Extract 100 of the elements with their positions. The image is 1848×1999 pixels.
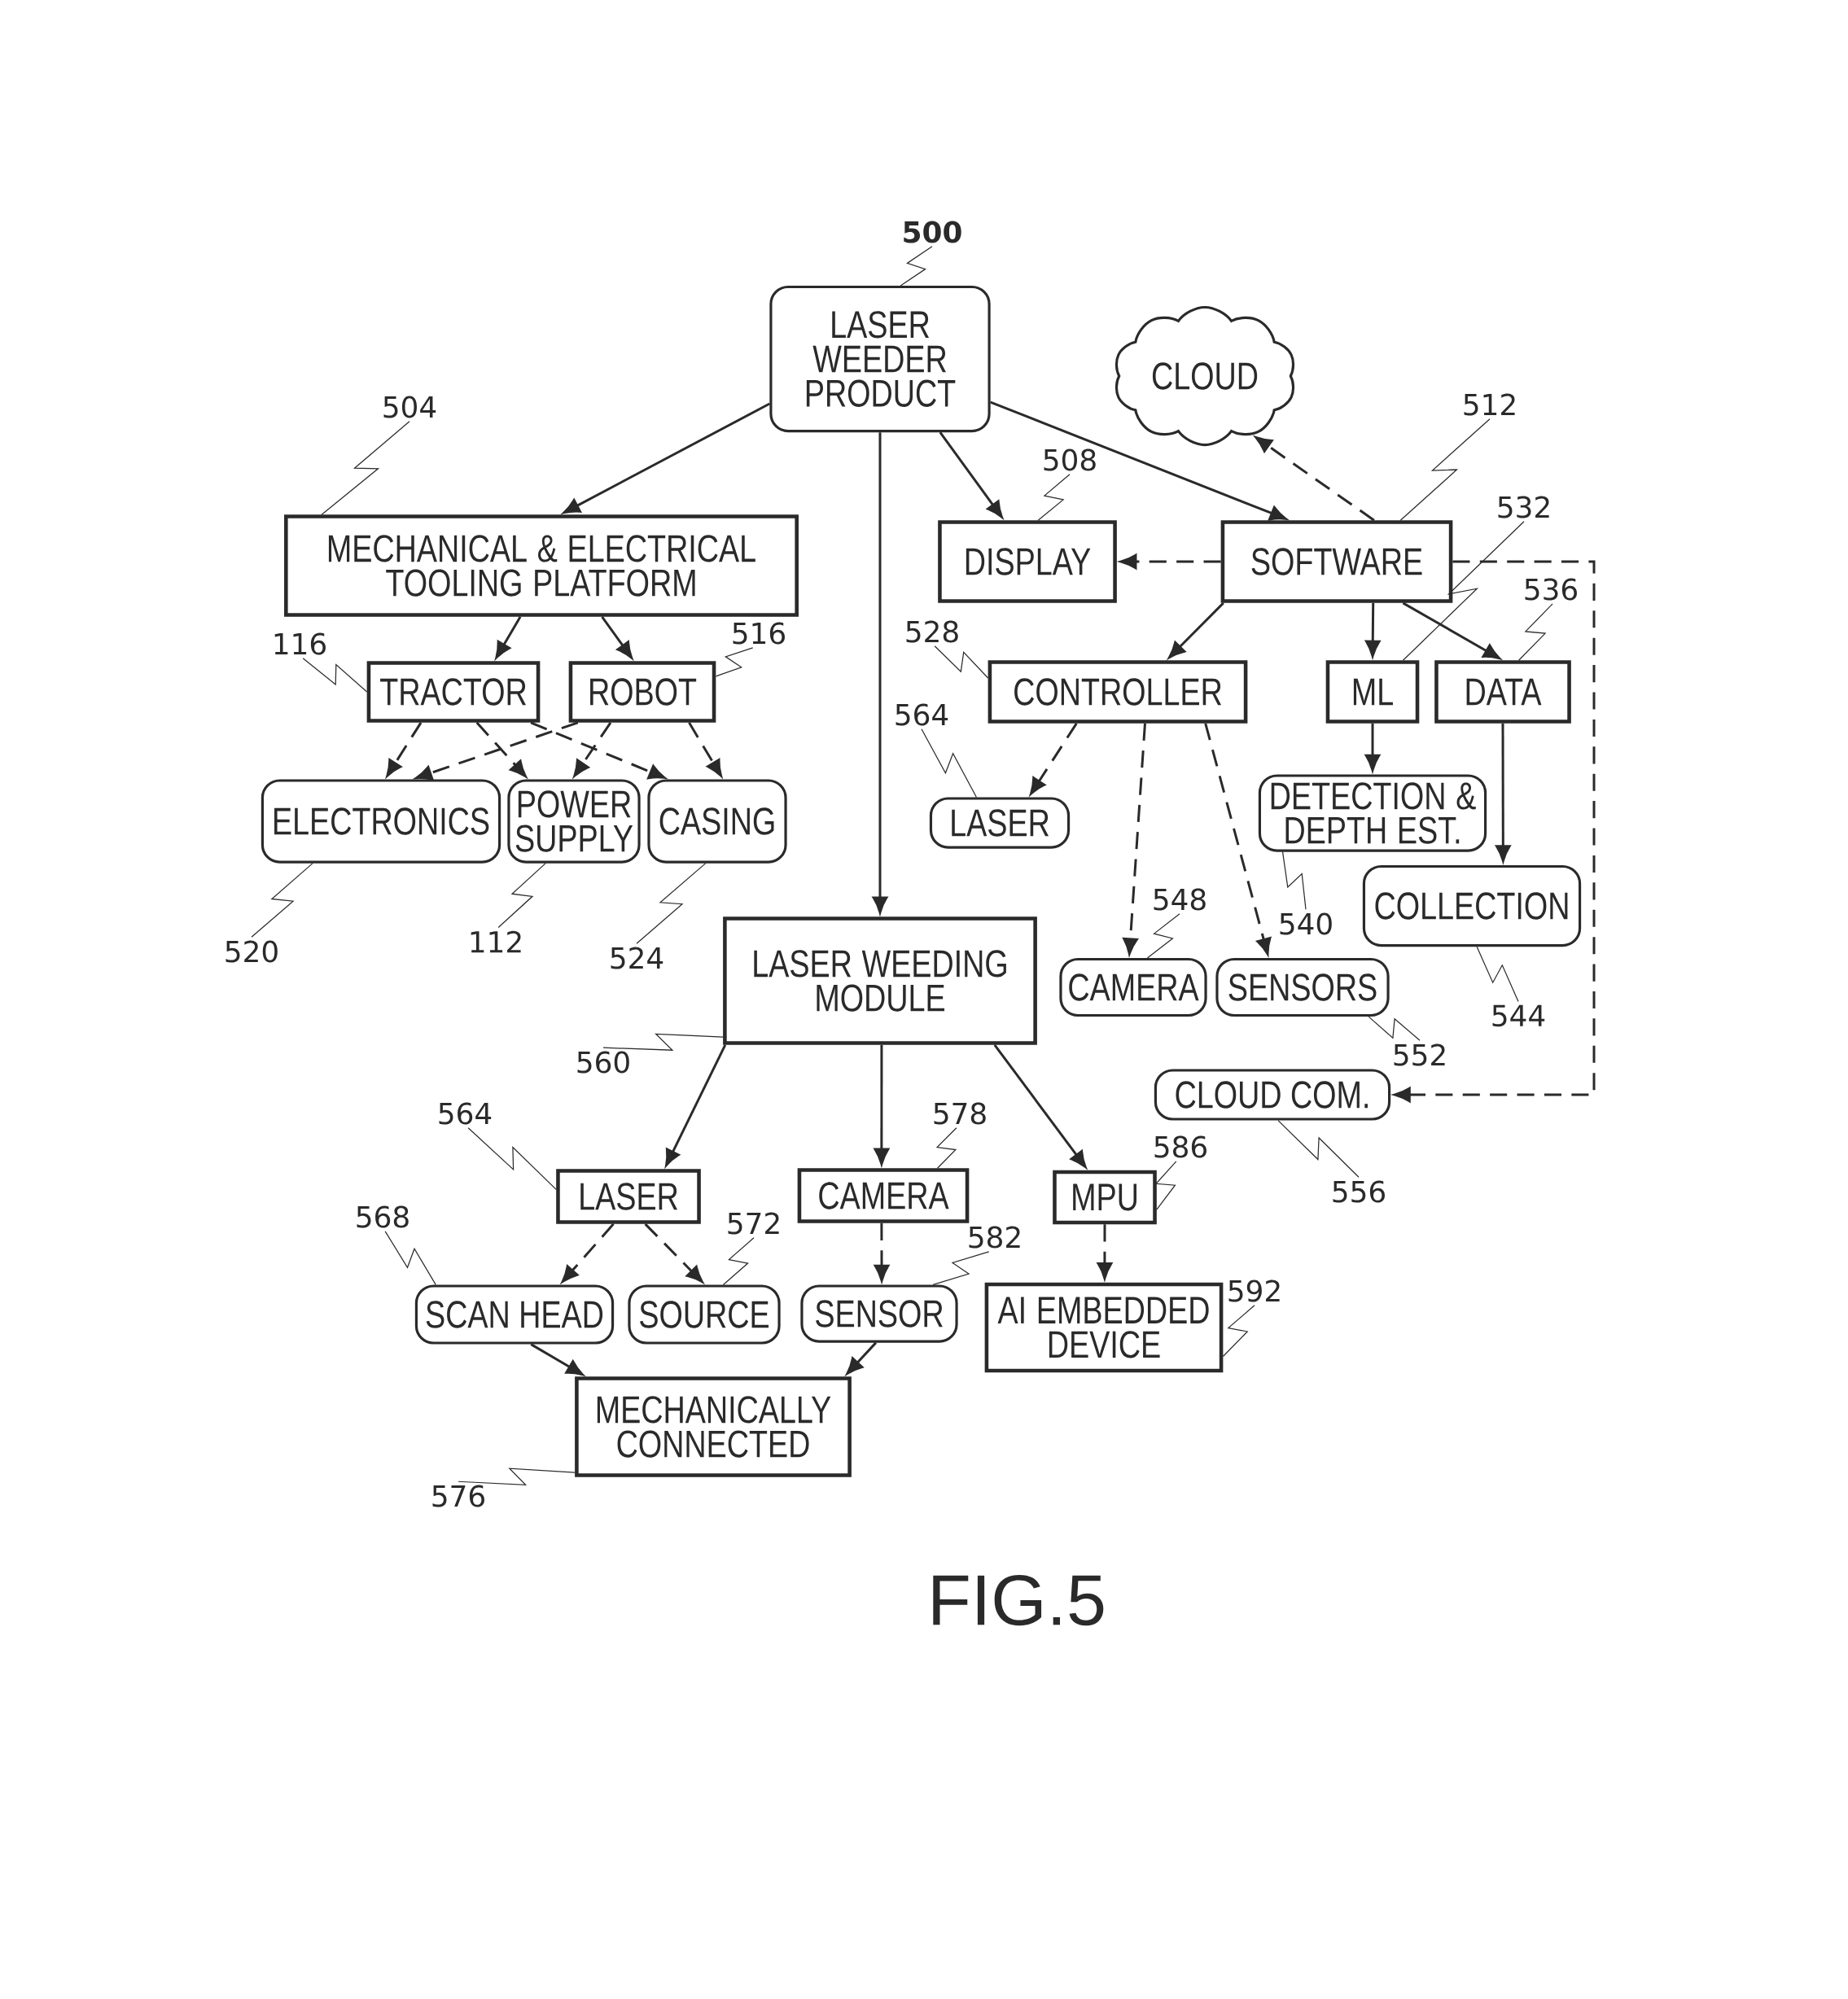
leader-line: [251, 863, 313, 938]
callout-number: 556: [1333, 1180, 1385, 1203]
callout-number: 508: [1044, 448, 1096, 471]
dashed-arrow: [1030, 723, 1078, 795]
leader-line: [636, 863, 707, 944]
callout-number: 528: [906, 620, 958, 643]
arrow: [990, 400, 1287, 521]
leader-line: [1518, 603, 1553, 661]
dashed-arrow: [1204, 723, 1272, 956]
callout-number: 532: [1498, 496, 1549, 518]
callout-number: 592: [1228, 1279, 1280, 1302]
callout-number: 548: [1154, 888, 1206, 911]
leader-line: [1281, 851, 1307, 910]
dashed-arrow: [475, 721, 527, 777]
callout-number: 552: [1394, 1043, 1445, 1066]
block-box: MPU: [1053, 1170, 1157, 1225]
leader-line: [934, 645, 989, 679]
arrow: [495, 616, 522, 659]
leader-line: [921, 728, 978, 798]
arrow: [993, 1043, 1087, 1168]
arrow: [563, 402, 771, 514]
arrow: [872, 432, 888, 914]
rounded-box: SENSOR: [800, 1284, 958, 1343]
callout-number: 512: [1464, 393, 1515, 416]
arrow: [874, 1044, 890, 1166]
leader-line: [715, 647, 754, 677]
callout-number: 560: [577, 1051, 629, 1074]
leader-line: [1399, 418, 1491, 521]
callout-number: 500: [904, 221, 961, 243]
leader-line: [1368, 1016, 1421, 1041]
block-box: AI EMBEDDED DEVICE: [984, 1282, 1224, 1373]
leader-line: [1222, 1305, 1255, 1358]
leader-line: [1037, 474, 1071, 521]
dashed-arrow: [530, 721, 666, 780]
callout-number: 586: [1154, 1135, 1206, 1158]
callout-number: 504: [383, 396, 436, 418]
rounded-box: CASING: [647, 779, 787, 864]
block-box: CONTROLLER: [987, 660, 1248, 724]
leader-line: [932, 1251, 990, 1286]
rounded-box: POWER SUPPLY: [507, 779, 641, 864]
callout-number: 578: [934, 1102, 986, 1125]
arrow: [1168, 601, 1224, 658]
leader-line: [1277, 1120, 1360, 1178]
leader-line: [1402, 521, 1525, 661]
leader-line: [900, 246, 933, 287]
block-box: TRACTOR: [366, 661, 541, 723]
dashed-arrow: [1119, 553, 1221, 570]
leader-line: [302, 658, 368, 693]
rounded-box: SENSORS: [1215, 957, 1390, 1017]
rounded-box: ELECTRONICS: [261, 779, 501, 864]
callout-number: 520: [226, 940, 278, 963]
block-box: SOFTWARE: [1220, 520, 1453, 603]
leader-line: [722, 1237, 755, 1286]
callout-number: 524: [611, 947, 663, 969]
arrow: [1365, 602, 1381, 658]
leader-line: [602, 1033, 724, 1051]
rounded-box: SCAN HEAD: [414, 1284, 615, 1345]
callout-number: 536: [1525, 578, 1577, 601]
dashed-arrow: [644, 1223, 703, 1284]
leader-line: [1476, 946, 1519, 1003]
figure-caption: FIG.5: [933, 1574, 1104, 1626]
leader-line: [467, 1127, 557, 1191]
leader-line: [384, 1231, 436, 1286]
callout-number: 564: [896, 703, 948, 726]
block-box: LASER: [556, 1169, 701, 1224]
callout-number: 112: [471, 930, 521, 953]
callout-number: 564: [439, 1102, 492, 1125]
rounded-box: COLLECTION: [1362, 864, 1582, 947]
leader-line: [458, 1468, 576, 1486]
callout-number: 544: [1492, 1004, 1545, 1027]
block-box: DISPLAY: [938, 520, 1117, 603]
callout-number: 516: [733, 622, 785, 645]
block-box: MECHANICAL & ELECTRICAL TOOLING PLATFORM: [284, 514, 799, 617]
block-box: ML: [1325, 660, 1420, 724]
dashed-arrow: [1255, 436, 1375, 522]
arrow: [530, 1343, 584, 1376]
leader-line: [935, 1127, 957, 1169]
rounded-box: SOURCE: [628, 1284, 781, 1345]
block-box: MECHANICALLY CONNECTED: [575, 1376, 852, 1477]
rounded-box: CLOUD COM.: [1154, 1069, 1391, 1121]
arrow: [939, 431, 1003, 518]
block-box: ROBOT: [568, 661, 716, 723]
arrow: [601, 615, 633, 659]
arrow: [1402, 601, 1500, 659]
dashed-arrow: [688, 722, 722, 777]
rounded-box: LASER: [929, 797, 1071, 849]
callout-number: 572: [728, 1212, 779, 1235]
block-box: DATA: [1434, 660, 1571, 724]
callout-number: 116: [274, 632, 326, 655]
callout-number: 582: [969, 1226, 1020, 1249]
arrow: [846, 1341, 878, 1375]
dashed-arrow: [561, 1223, 615, 1283]
rounded-box: LASER WEEDER PRODUCT: [769, 285, 991, 433]
rounded-box: DETECTION & DEPTH EST.: [1258, 774, 1487, 852]
rounded-box: CAMERA: [1059, 957, 1207, 1017]
callout-number: 540: [1280, 912, 1332, 935]
leader-line: [1146, 913, 1180, 959]
block-box: LASER WEEDING MODULE: [723, 916, 1037, 1045]
block-box: CAMERA: [797, 1168, 970, 1223]
callout-number: 568: [357, 1205, 409, 1228]
